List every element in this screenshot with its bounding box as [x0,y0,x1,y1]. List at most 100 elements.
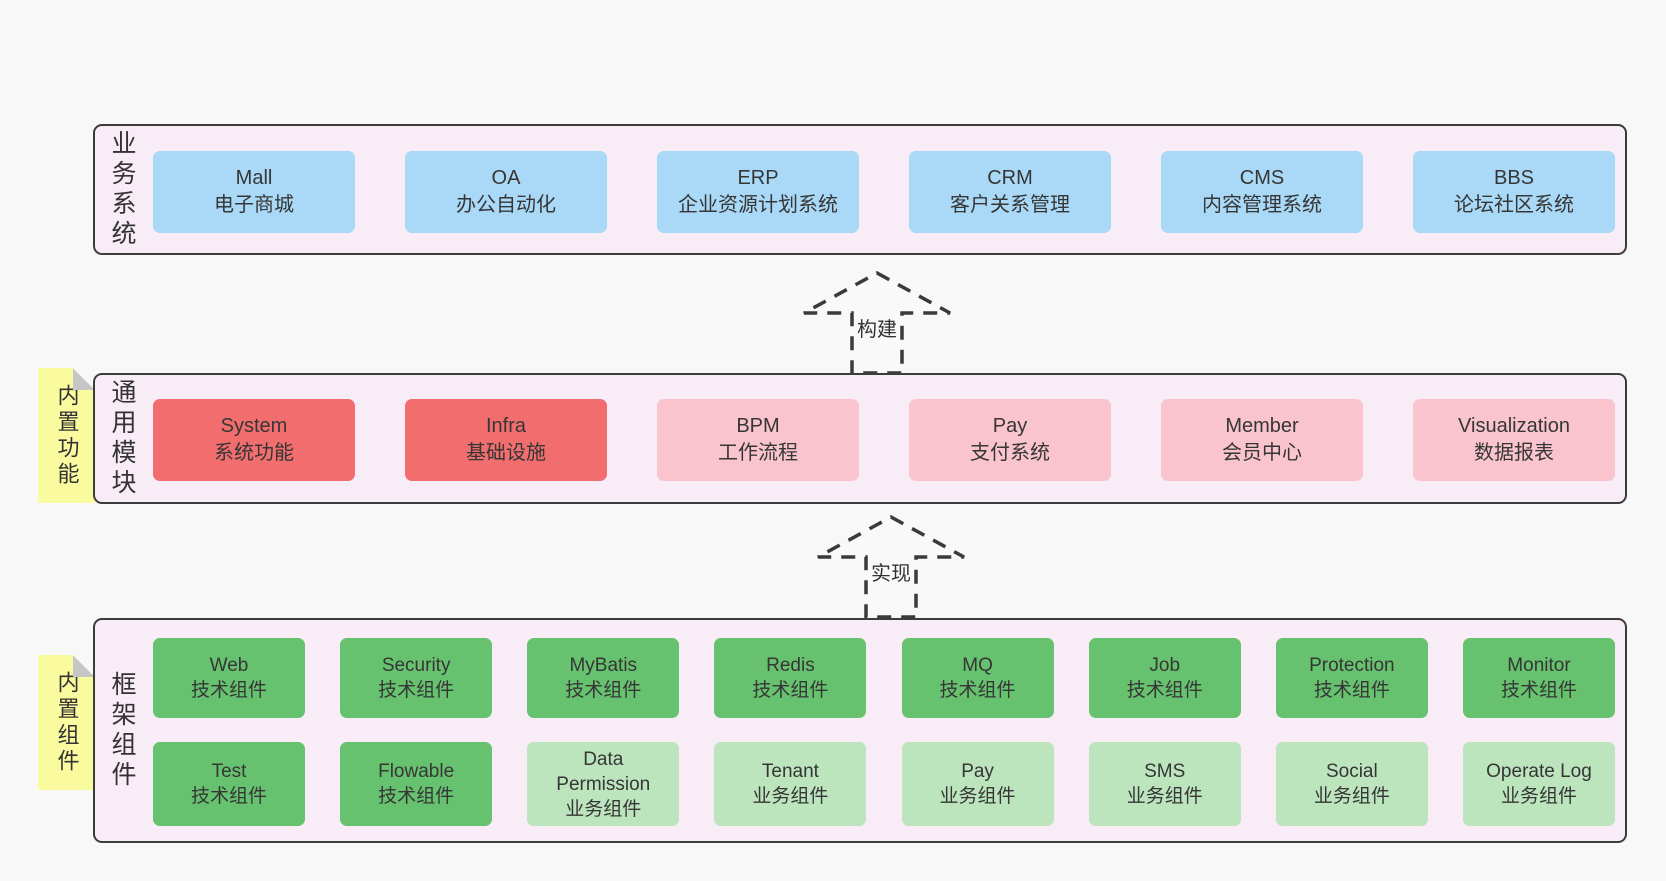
box-web: Web 技术组件 [153,638,305,718]
box-subtitle: 业务组件 [1500,786,1577,807]
components-box-row-1: Web 技术组件 Security 技术组件 MyBatis 技术组件 Redi… [153,638,1615,718]
box-subtitle: 业务组件 [1313,786,1390,807]
box-title: SMS [1144,761,1186,782]
box-pay-module: Pay 支付系统 [909,399,1111,481]
box-subtitle: 工作流程 [718,442,798,464]
box-title: Social [1325,761,1378,782]
box-mq: MQ 技术组件 [901,638,1054,718]
box-subtitle: 客户关系管理 [950,194,1070,216]
box-title: BBS [1493,167,1535,189]
box-title: Test [211,761,247,782]
box-subtitle: 会员中心 [1222,442,1302,464]
box-redis: Redis 技术组件 [714,638,867,718]
box-monitor: Monitor 技术组件 [1462,638,1615,718]
box-bbs: BBS 论坛社区系统 [1413,151,1615,233]
box-subtitle: 业务组件 [565,798,642,820]
box-mall: Mall 电子商城 [153,151,355,233]
box-data-permission: Data Permission 业务组件 [527,742,680,826]
box-title: OA [491,167,521,189]
box-protection: Protection 技术组件 [1275,638,1428,718]
box-subtitle: 技术组件 [939,680,1016,701]
box-title: Job [1149,655,1181,676]
box-subtitle: 内容管理系统 [1202,194,1322,216]
sticky-tag-label: 内置组件 [54,670,80,775]
arrow-implement: 实现 [814,512,968,619]
box-subtitle: 技术组件 [752,680,829,701]
box-title: Member [1225,415,1299,437]
box-subtitle: 办公自动化 [456,194,556,216]
box-security: Security 技术组件 [340,638,493,718]
box-subtitle: 电子商城 [214,194,294,216]
box-system: System 系统功能 [153,399,355,481]
box-title: Infra [485,415,527,437]
box-subtitle: 技术组件 [1500,680,1577,701]
box-job: Job 技术组件 [1088,638,1241,718]
box-visualization: Visualization 数据报表 [1413,399,1615,481]
box-title: Pay [961,761,994,782]
box-mybatis: MyBatis 技术组件 [527,638,680,718]
box-subtitle: 基础设施 [466,442,546,464]
sticky-tag-built-in-components: 内置组件 [38,655,95,790]
box-subtitle: 数据报表 [1474,442,1554,464]
box-infra: Infra 基础设施 [405,399,607,481]
box-tenant: Tenant 业务组件 [714,742,867,826]
layer-side-label: 通用模块 [108,378,136,499]
sticky-tag-label: 内置功能 [54,383,80,488]
box-subtitle: 技术组件 [1313,680,1390,701]
box-crm: CRM 客户关系管理 [909,151,1111,233]
box-operate-log: Operate Log 业务组件 [1462,742,1615,826]
box-title: Data Permission [556,748,651,795]
box-subtitle: 技术组件 [565,680,642,701]
box-test: Test 技术组件 [153,742,305,826]
box-title: MQ [962,655,993,676]
layer-business-systems: 业务系统 Mall 电子商城 OA 办公自动化 ERP 企业资源计划系统 CRM… [93,124,1627,255]
box-subtitle: 企业资源计划系统 [678,194,838,216]
arrow-label: 构建 [854,312,900,343]
box-flowable: Flowable 技术组件 [340,742,493,826]
box-title: MyBatis [569,655,638,676]
box-title: Tenant [761,761,819,782]
box-sms: SMS 业务组件 [1088,742,1241,826]
box-pay-component: Pay 业务组件 [901,742,1054,826]
box-subtitle: 技术组件 [1126,680,1203,701]
box-title: Web [209,655,249,676]
box-title: CRM [987,167,1033,189]
box-bpm: BPM 工作流程 [657,399,859,481]
arrow-build: 构建 [800,268,954,375]
box-subtitle: 支付系统 [970,442,1050,464]
sticky-tag-built-in-features: 内置功能 [38,368,95,503]
arrow-label: 实现 [868,556,914,587]
box-subtitle: 业务组件 [1126,786,1203,807]
box-title: System [220,415,288,437]
box-subtitle: 技术组件 [190,786,267,807]
box-cms: CMS 内容管理系统 [1161,151,1363,233]
box-title: Protection [1309,655,1395,676]
layer-side-label: 业务系统 [108,129,136,250]
modules-box-row: System 系统功能 Infra 基础设施 BPM 工作流程 Pay 支付系统… [153,399,1615,481]
layer-common-modules: 通用模块 System 系统功能 Infra 基础设施 BPM 工作流程 Pay… [93,373,1627,504]
box-oa: OA 办公自动化 [405,151,607,233]
box-title: Visualization [1458,415,1570,437]
layer-side-label: 框架组件 [108,670,136,791]
box-title: Security [381,655,451,676]
box-subtitle: 论坛社区系统 [1454,194,1574,216]
box-subtitle: 技术组件 [378,786,455,807]
box-title: Monitor [1507,655,1571,676]
box-title: BPM [736,415,780,437]
box-title: CMS [1239,167,1285,189]
box-subtitle: 技术组件 [378,680,455,701]
box-member: Member 会员中心 [1161,399,1363,481]
box-title: Operate Log [1486,761,1592,782]
components-box-row-2: Test 技术组件 Flowable 技术组件 Data Permission … [153,742,1615,826]
box-social: Social 业务组件 [1275,742,1428,826]
box-subtitle: 业务组件 [752,786,829,807]
business-box-row: Mall 电子商城 OA 办公自动化 ERP 企业资源计划系统 CRM 客户关系… [153,151,1615,233]
layer-framework-components: 框架组件 Web 技术组件 Security 技术组件 MyBatis 技术组件… [93,618,1627,843]
box-subtitle: 业务组件 [939,786,1016,807]
box-subtitle: 系统功能 [214,442,294,464]
box-title: Mall [235,167,273,189]
box-erp: ERP 企业资源计划系统 [657,151,859,233]
box-title: Redis [766,655,815,676]
box-subtitle: 技术组件 [190,680,267,701]
box-title: ERP [737,167,779,189]
